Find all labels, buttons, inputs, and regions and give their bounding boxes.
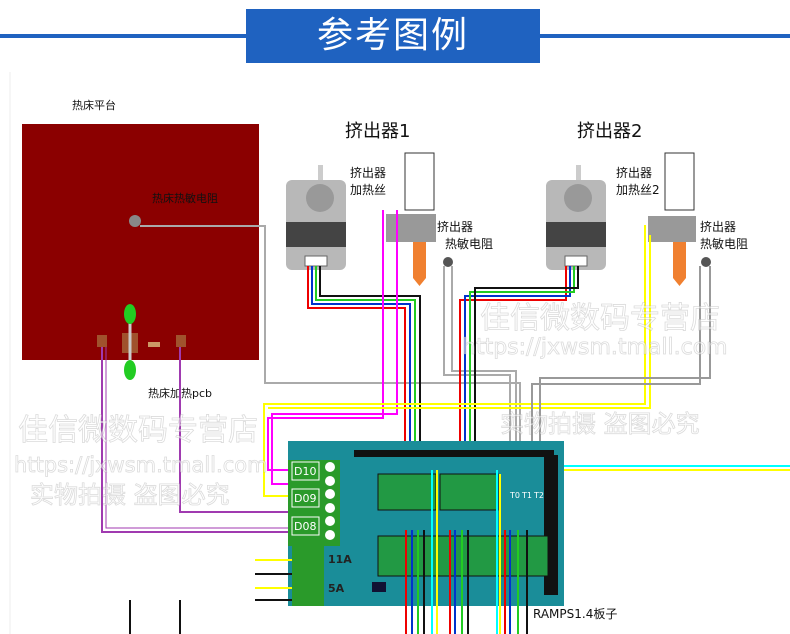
extruder1-title: 挤出器1 [345, 121, 410, 142]
driver-socket [439, 473, 499, 511]
extruder2-heater [664, 152, 695, 211]
led-icon [124, 304, 136, 324]
extruder1-heater-label-2: 加热丝 [350, 183, 386, 197]
output-label-d08: D08 [294, 520, 316, 533]
heatbed-smd [148, 342, 160, 347]
heatbed-pad-left [97, 335, 107, 347]
extruder2-heater-label-1: 挤出器 [616, 165, 652, 180]
extruder2-thermistor [701, 257, 711, 267]
svg-text:佳信微数码专营店: 佳信微数码专营店 [480, 301, 720, 336]
extruder2-heater-label-2: 加热丝2 [616, 183, 660, 197]
extruder1-heater [404, 152, 435, 211]
extruder1-heater-label-1: 挤出器 [350, 165, 386, 180]
extruder1-thermistor [443, 257, 453, 267]
extruder1-block [386, 214, 436, 242]
svg-text:https://jxwsm.tmall.com: https://jxwsm.tmall.com [462, 335, 728, 360]
section-title: 参考图例 [246, 9, 540, 63]
thermistor-pin-t0: T0 [509, 491, 520, 500]
output-label-d10: D10 [294, 465, 316, 478]
svg-text:https://jxwsm.tmall.com: https://jxwsm.tmall.com [14, 453, 268, 477]
led-icon [124, 360, 136, 380]
power-label-11a: 11A [328, 553, 352, 566]
d09-box [291, 488, 320, 508]
extruder2-nozzle [673, 242, 686, 286]
board-name-label: RAMPS1.4板子 [533, 607, 617, 621]
driver-socket [377, 473, 437, 511]
svg-text:佳信微数码专营店: 佳信微数码专营店 [18, 413, 258, 448]
watermark-bottom: 佳信微数码专营店 https://jxwsm.tmall.com 实物拍摄 盗图… [14, 413, 268, 510]
d08-box [291, 516, 320, 536]
heatbed-pad-right [176, 335, 186, 347]
power-terminal [292, 545, 324, 606]
heatbed [22, 124, 259, 360]
pin-header [354, 450, 554, 457]
reset-switch [372, 582, 386, 592]
extruder1-nozzle [413, 242, 426, 286]
heatbed-platform-label: 热床平台 [72, 98, 116, 112]
board-output-wires [129, 470, 528, 634]
d10-box [291, 461, 320, 481]
svg-text:实物拍摄 盗图必究: 实物拍摄 盗图必究 [30, 481, 230, 509]
watermark-top: 佳信微数码专营店 https://jxwsm.tmall.com 实物拍摄 盗图… [462, 301, 728, 439]
extruder2-thermistor-label-2: 热敏电阻 [700, 236, 748, 251]
power-label-5a: 5A [328, 582, 345, 595]
thermistor-pin-t2: T2 [533, 491, 544, 500]
heatbed-thermistor [129, 215, 141, 227]
extruder2-thermistor-label-1: 挤出器 [700, 219, 736, 234]
extruder2-title: 挤出器2 [577, 121, 642, 142]
extruder2-block [648, 216, 696, 242]
stepper-motor-2 [546, 165, 606, 270]
stepper-motor-1 [286, 165, 346, 270]
extruder-wires [263, 210, 790, 497]
thermistor-pin-t1: T1 [521, 491, 532, 500]
extruder1-thermistor-label-1: 挤出器 [437, 219, 473, 234]
heatbed-thermistor-label: 热床热敏电阻 [152, 191, 218, 205]
output-label-d09: D09 [294, 492, 316, 505]
extruder1-thermistor-label-2: 热敏电阻 [445, 236, 493, 251]
svg-text:实物拍摄 盗图必究: 实物拍摄 盗图必究 [500, 410, 700, 438]
